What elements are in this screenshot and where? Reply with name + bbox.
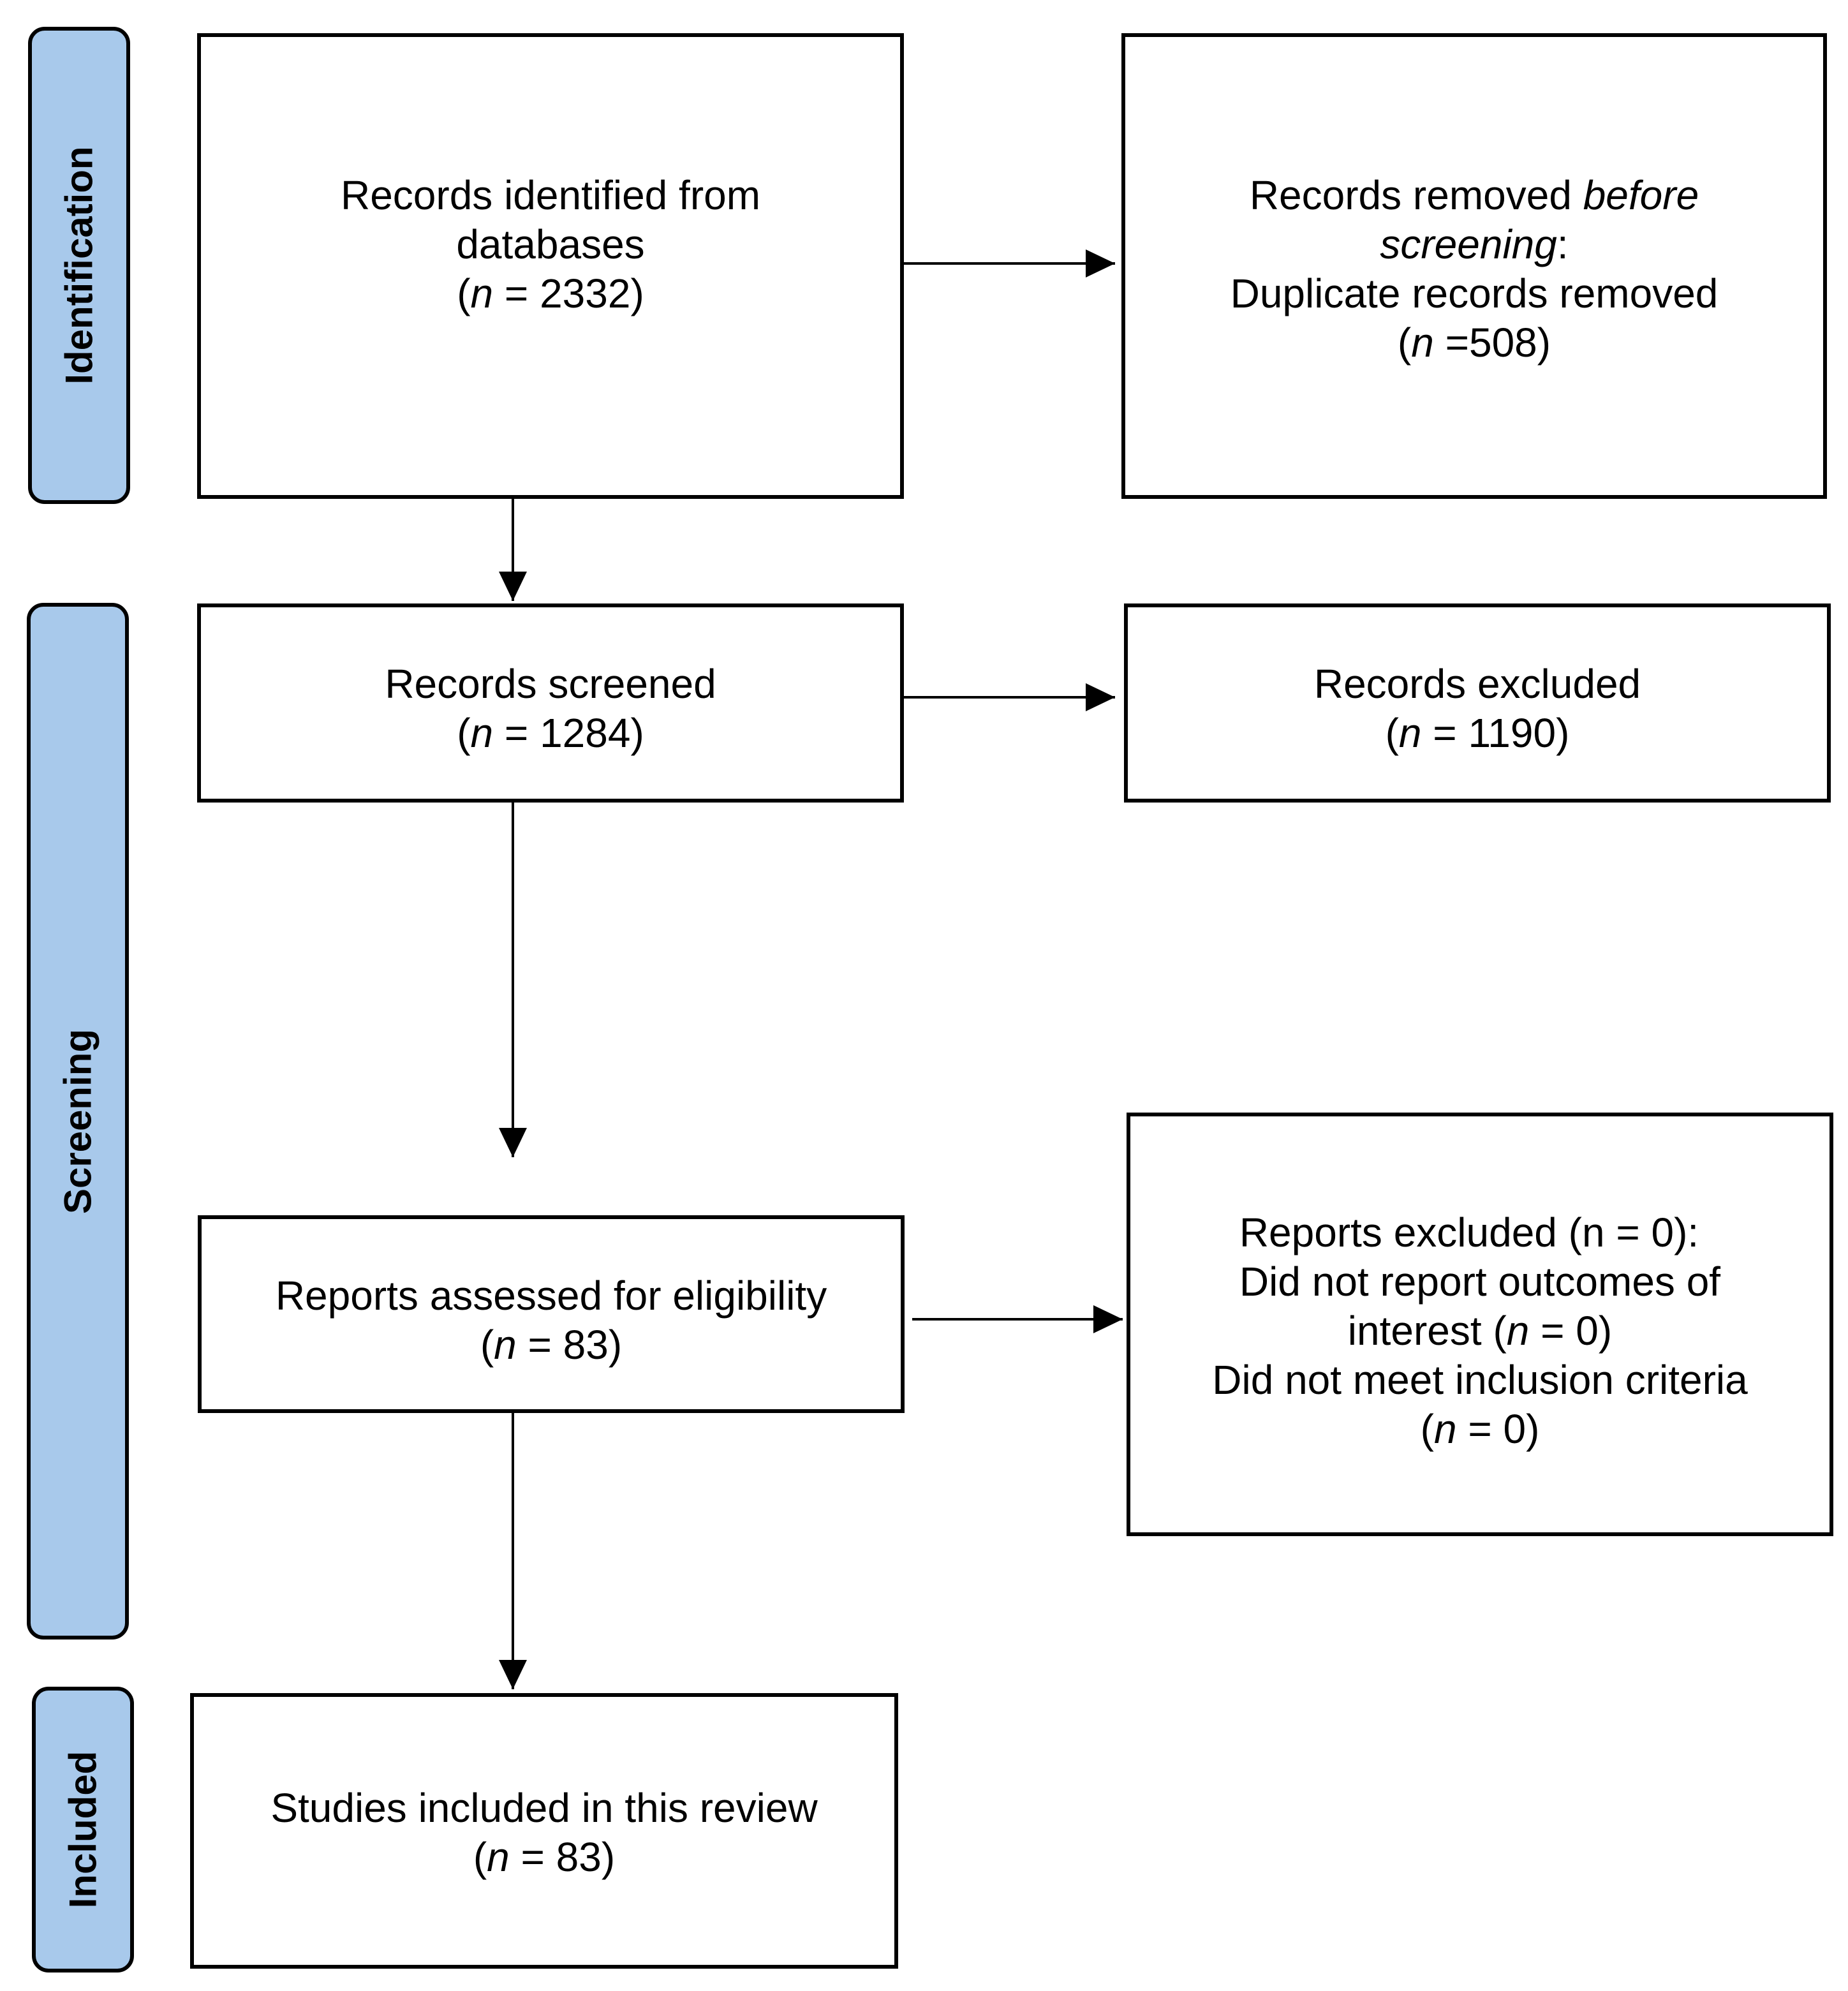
excluded-count-var: n [1398,710,1422,756]
included-count-value: = 83) [509,1834,616,1880]
assessed-count-value: = 83) [516,1322,623,1368]
removed-line1-emphasis: before [1583,172,1699,218]
assessed-line1: Reports assessed for eligibility [275,1273,827,1319]
identified-line2: databases [456,221,645,267]
box-records-removed: Records removed before screening: Duplic… [1121,33,1827,499]
identified-line1: Records identified from [340,172,761,218]
reports-excluded-line2: Did not report outcomes of [1239,1259,1721,1305]
identified-count: (n = 2332) [341,269,760,318]
reports-excluded-line3: interest (n = 0) [1212,1306,1747,1356]
assessed-count-var: n [494,1322,517,1368]
removed-count-var: n [1411,320,1434,366]
phase-included-label: Included [61,1750,105,1909]
box-records-excluded: Records excluded (n = 1190) [1124,603,1831,803]
reports-excluded-line3-text: interest ( [1347,1308,1507,1354]
identified-count-value: = 2332) [493,270,644,316]
reports-excluded-count-open: ( [1420,1406,1434,1452]
phase-included: Included [32,1687,134,1972]
excluded-count-value: = 1190) [1421,710,1570,756]
removed-count-open: ( [1397,320,1412,366]
screened-count-var: n [470,710,494,756]
included-count-open: ( [473,1834,487,1880]
reports-excluded-line1: Reports excluded (n = 0): [1239,1210,1699,1255]
removed-line1: Records removed before [1231,171,1719,220]
assessed-count: (n = 83) [276,1321,827,1370]
removed-line2: screening: [1231,220,1719,269]
phase-screening-label: Screening [56,1028,100,1214]
reports-excluded-line3-var: n [1506,1308,1530,1354]
included-count: (n = 83) [270,1833,817,1882]
phase-identification: Identification [28,27,130,504]
phase-screening: Screening [27,603,129,1639]
assessed-count-open: ( [480,1322,494,1368]
screened-count-value: = 1284) [493,710,644,756]
reports-excluded-count-value: = 0) [1456,1406,1540,1452]
identified-count-var: n [470,270,494,316]
screened-line1: Records screened [385,661,716,707]
included-count-var: n [487,1834,510,1880]
identified-count-open: ( [457,270,471,316]
excluded-count-open: ( [1385,710,1399,756]
reports-excluded-line4: Did not meet inclusion criteria [1212,1357,1748,1403]
removed-count: (n =508) [1231,318,1719,367]
removed-line1-text: Records removed [1249,172,1583,218]
removed-count-value: =508) [1433,320,1551,366]
reports-excluded-count-var: n [1433,1406,1457,1452]
excluded-count: (n = 1190) [1314,709,1641,758]
removed-line2-emphasis: screening [1380,221,1557,267]
box-studies-included: Studies included in this review (n = 83) [190,1693,898,1969]
screened-count: (n = 1284) [385,709,716,758]
box-reports-excluded: Reports excluded (n = 0): Did not report… [1127,1113,1833,1536]
reports-excluded-count: (n = 0) [1212,1405,1747,1454]
phase-identification-label: Identification [57,146,101,385]
box-records-screened: Records screened (n = 1284) [197,603,904,803]
removed-line3: Duplicate records removed [1230,270,1719,316]
screened-count-open: ( [457,710,471,756]
box-reports-assessed: Reports assessed for eligibility (n = 83… [198,1215,905,1413]
reports-excluded-line3-value: = 0) [1529,1308,1613,1354]
removed-line2-colon: : [1556,221,1569,267]
included-line1: Studies included in this review [270,1785,818,1831]
excluded-line1: Records excluded [1313,661,1641,707]
box-records-identified: Records identified from databases (n = 2… [197,33,904,499]
